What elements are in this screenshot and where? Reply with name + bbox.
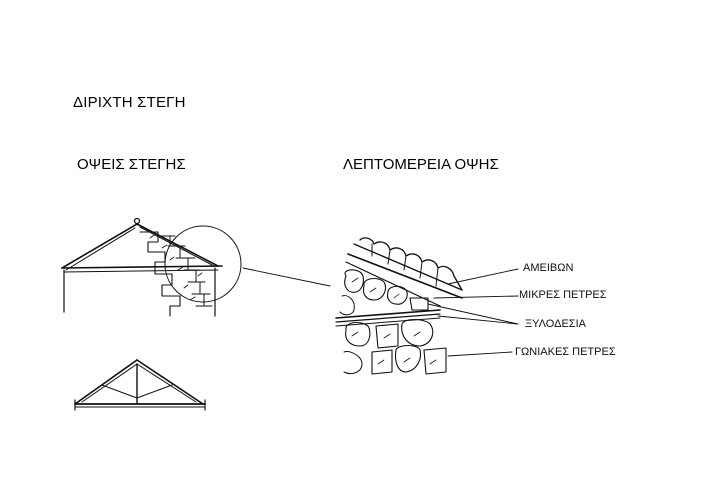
leader-line (447, 268, 519, 285)
roof-elevation-sketch (61, 217, 331, 317)
leader-line (433, 295, 519, 299)
page-title: ΔΙΡΙΧΤΗ ΣΤΕΓΗ (73, 94, 186, 111)
eave-detail-sketch (335, 237, 519, 375)
callout-label: ΞΥΛΟΔΕΣΙΑ (525, 318, 586, 330)
callout-label: ΑΜΕΙΒΩΝ (523, 262, 574, 274)
roof-truss-sketch (74, 359, 206, 411)
detail-view-heading: ΛΕΠΤΟΜΕΡΕΙΑ ΟΨΗΣ (343, 156, 499, 173)
leader-line (447, 351, 513, 357)
callout-label: ΜΙΚΡΕΣ ΠΕΤΡΕΣ (519, 289, 607, 301)
roof-views-heading: ΟΨΕΙΣ ΣΤΕΓΗΣ (77, 156, 186, 173)
callout-label: ΓΩΝΙΑΚΕΣ ΠΕΤΡΕΣ (515, 346, 616, 358)
leader-line (427, 303, 519, 325)
